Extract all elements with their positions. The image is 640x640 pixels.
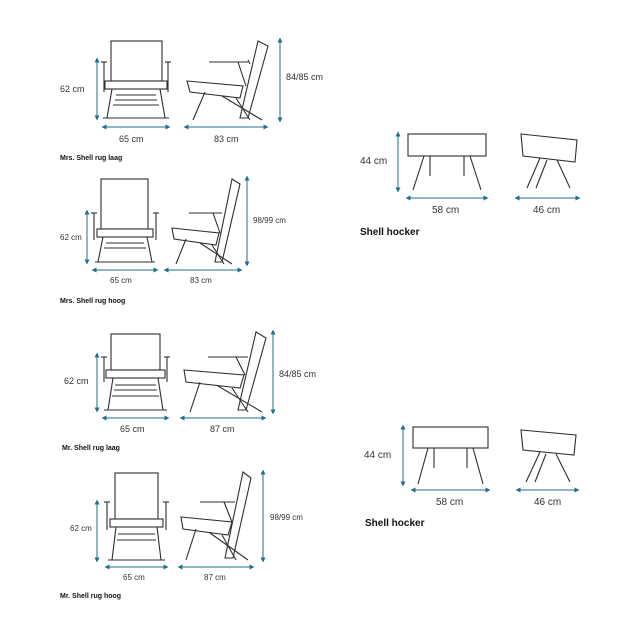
depth-label: 87 cm (204, 573, 226, 582)
hocker-side-drawing (520, 133, 578, 189)
front-chair-drawing (101, 333, 170, 411)
hocker-title: Shell hocker (360, 227, 420, 238)
side-chair-drawing (180, 471, 252, 561)
front-chair-drawing (104, 472, 169, 561)
group-mr-shell-rug-hoog: 62 cm 65 cm 87 cm 98/99 cm Mr. Shell rug… (60, 469, 303, 600)
group-title: Mr. Shell rug laag (62, 445, 120, 452)
hocker-front-drawing (407, 133, 487, 191)
depth-label: 87 cm (210, 424, 235, 434)
group-title: Mr. Shell rug hoog (60, 593, 121, 600)
hocker-height-label: 44 cm (364, 450, 391, 461)
hocker-front-drawing (412, 426, 489, 485)
front-chair-drawing (101, 40, 171, 119)
group-mrs-shell-rug-laag: 62 cm 65 cm 83 cm 84/85 cm Mrs. Shell ru… (60, 37, 323, 162)
front-chair-drawing (91, 178, 159, 263)
hocker-title: Shell hocker (365, 518, 425, 529)
group-shell-hocker-1: 44 cm 58 cm 46 cm Shell hocker (360, 131, 581, 238)
group-mr-shell-rug-laag: 62 cm 65 cm 87 cm 84/85 cm Mr. Shell rug… (62, 329, 316, 452)
group-title: Mrs. Shell rug hoog (60, 298, 125, 305)
width-label: 65 cm (120, 424, 145, 434)
group-shell-hocker-2: 44 cm 58 cm 46 cm Shell hocker (364, 424, 580, 529)
seat-height-label: 62 cm (60, 84, 85, 94)
height-label: 98/99 cm (270, 513, 303, 522)
height-label: 84/85 cm (286, 72, 323, 82)
hocker-width-label: 58 cm (432, 205, 459, 216)
seat-height-label: 62 cm (64, 376, 89, 386)
width-label: 65 cm (123, 573, 145, 582)
hocker-height-label: 44 cm (360, 156, 387, 167)
seat-height-label: 62 cm (60, 233, 82, 242)
hocker-depth-label: 46 cm (533, 205, 560, 216)
height-label: 98/99 cm (253, 216, 286, 225)
group-title: Mrs. Shell rug laag (60, 155, 122, 162)
side-chair-drawing (183, 331, 267, 413)
side-chair-drawing (186, 40, 269, 121)
hocker-side-drawing (520, 429, 577, 483)
hocker-depth-label: 46 cm (534, 497, 561, 508)
depth-label: 83 cm (214, 134, 239, 144)
hocker-width-label: 58 cm (436, 497, 463, 508)
depth-label: 83 cm (190, 276, 212, 285)
seat-height-label: 62 cm (70, 524, 92, 533)
width-label: 65 cm (119, 134, 144, 144)
width-label: 65 cm (110, 276, 132, 285)
group-mrs-shell-rug-hoog: 62 cm 65 cm 83 cm 98/99 cm Mrs. Shell ru… (60, 175, 286, 305)
height-label: 84/85 cm (279, 369, 316, 379)
side-chair-drawing (171, 178, 241, 265)
